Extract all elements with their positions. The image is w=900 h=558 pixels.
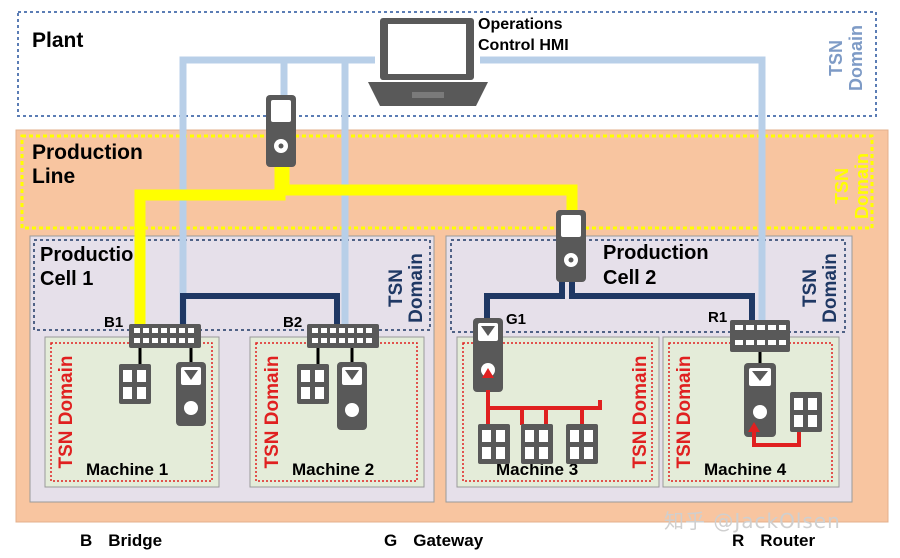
cell-1-tsn-domain-line2: Domain: [406, 253, 427, 323]
bridge-b1-icon: [129, 324, 201, 348]
production-line-label-1: Production: [32, 141, 143, 164]
legend-bridge: B Bridge: [80, 531, 162, 551]
hmi-links: [179, 56, 766, 325]
hmi-label-line1: Operations: [478, 16, 563, 33]
machine-4-tsn-domain-label: TSN Domain: [674, 356, 695, 469]
machine-3-devices: [478, 368, 602, 464]
legend-gateway-key: G: [384, 531, 398, 550]
gateway-g1-label: G1: [506, 311, 526, 328]
production-line-links: [134, 165, 578, 325]
machine-2-devices: [297, 348, 367, 430]
machine-3-label: Machine 3: [496, 460, 578, 479]
machine-3-tsn-boundary: [462, 342, 653, 482]
machine-2-label: Machine 2: [292, 460, 374, 479]
cell-1-tsn-domain-line1: TSN: [386, 269, 407, 307]
bridge-b2-label: B2: [283, 314, 302, 331]
cell-2-link-r1: [569, 278, 755, 320]
machine-2-tsn-domain-label: TSN Domain: [262, 356, 283, 469]
hmi-link-b1: [179, 56, 375, 325]
router-r1-icon: [730, 320, 790, 352]
machine-1-label: Machine 1: [86, 460, 168, 479]
legend-gateway-text: Gateway: [413, 531, 484, 550]
machine-4-label: Machine 4: [704, 460, 787, 479]
machine-1-tsn-domain-label: TSN Domain: [56, 356, 77, 469]
legend-router: R Router: [732, 531, 815, 551]
bridge-b2-icon: [307, 324, 379, 348]
production-line-label-2: Line: [32, 165, 75, 188]
plant-tsn-domain-line2: Domain: [846, 25, 866, 91]
legend-bridge-text: Bridge: [108, 531, 163, 550]
machine-4-devices: [744, 352, 822, 447]
production-line-tsn-boundary: [20, 134, 874, 230]
machine-1-devices: [119, 348, 206, 426]
plant-tsn-domain-line1: TSN: [826, 40, 846, 76]
laptop-icon: [368, 18, 488, 106]
gateway-g1-icon: [473, 318, 503, 392]
cell-2-tsn-boundary: [450, 239, 846, 333]
cell-2-tsn-domain-line2: Domain: [820, 253, 841, 323]
cell-2-label-1: Production: [603, 242, 709, 264]
cell-1-backbone: [180, 293, 340, 325]
cell-1-tsn-boundary: [33, 239, 431, 331]
watermark: 知乎 @JackOlsen: [664, 509, 841, 533]
cell-links: [180, 278, 755, 325]
hmi-label-line2: Control HMI: [478, 37, 569, 54]
cell-1-label-2: Cell 1: [40, 268, 93, 290]
cell-2-label-2: Cell 2: [603, 267, 656, 289]
legend-router-text: Router: [760, 531, 816, 550]
cell-2-tsn-domain-line1: TSN: [800, 269, 821, 307]
line-link-cell2: [278, 165, 578, 215]
legend-gateway: G Gateway: [384, 531, 483, 551]
production-line-tsn-domain-line2: Domain: [852, 153, 872, 219]
production-line-gateway-device: [266, 95, 296, 167]
hmi-link-r1: [480, 56, 766, 320]
router-r1-label: R1: [708, 309, 727, 326]
legend-router-key: R: [732, 531, 745, 550]
legend-bridge-key: B: [80, 531, 93, 550]
plant-label: Plant: [32, 29, 83, 52]
cell-2-gateway-device: [556, 210, 586, 282]
machine-3-tsn-domain-label: TSN Domain: [630, 356, 651, 469]
cell-2-link-g1: [484, 278, 565, 320]
bridge-b1-label: B1: [104, 314, 123, 331]
production-line-tsn-domain-line1: TSN: [832, 168, 852, 204]
cell-1-label-1: Production: [40, 244, 146, 266]
